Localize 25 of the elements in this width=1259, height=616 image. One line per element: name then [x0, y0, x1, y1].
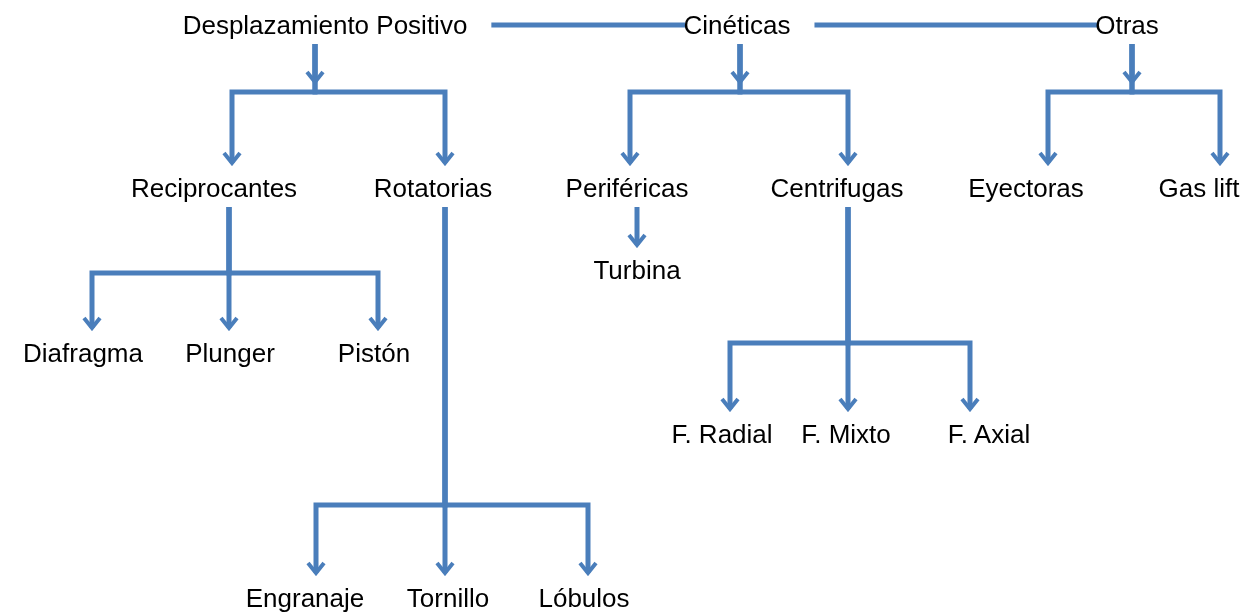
arrow: [442, 207, 598, 575]
category-label: F. Radial: [667, 419, 777, 449]
category-label: Pistón: [333, 338, 415, 368]
category-label: Centrifugas: [766, 173, 908, 203]
category-label: F. Mixto: [797, 419, 895, 449]
category-label: Reciprocantes: [126, 173, 302, 203]
category-label: Eyectoras: [964, 173, 1088, 203]
category-label: Tornillo: [402, 583, 494, 613]
category-label: Diafragma: [19, 338, 147, 368]
category-label: F. Axial: [943, 419, 1035, 449]
category-label: Rotatorias: [369, 173, 497, 203]
connector-line: [814, 22, 1098, 28]
arrow: [845, 207, 980, 411]
category-label: Desplazamiento Positivo: [178, 10, 472, 40]
category-label: Engranaje: [241, 583, 369, 613]
category-label: Cinéticas: [679, 10, 795, 40]
category-label: Plunger: [181, 338, 279, 368]
category-label: Gas lift: [1154, 173, 1244, 203]
arrow: [226, 207, 388, 330]
category-label: Periféricas: [561, 173, 693, 203]
category-label: Otras: [1091, 10, 1163, 40]
category-label: Lóbulos: [534, 583, 634, 613]
category-label: Turbina: [589, 255, 685, 285]
arrow: [627, 207, 647, 247]
connector-line: [491, 22, 686, 28]
